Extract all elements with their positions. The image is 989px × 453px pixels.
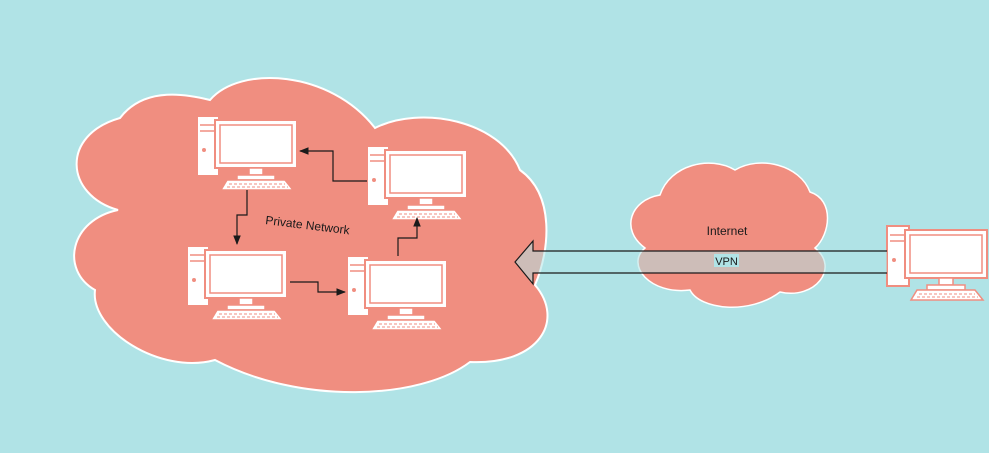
connector-pc2-to-pc1: [299, 147, 367, 182]
vpn-label-bg: [714, 254, 739, 267]
connector-pc3-to-pc4: [290, 281, 346, 296]
remote-computer[interactable]: [886, 225, 988, 301]
vpn-label: VPN: [715, 256, 738, 268]
private-network-cloud: [73, 77, 549, 394]
connector-pc4-to-pc2: [397, 217, 421, 256]
connector-pc1-to-pc3: [233, 190, 248, 245]
vpn-tunnel-arrow: [514, 239, 887, 286]
internet-label: Internet: [707, 224, 748, 238]
